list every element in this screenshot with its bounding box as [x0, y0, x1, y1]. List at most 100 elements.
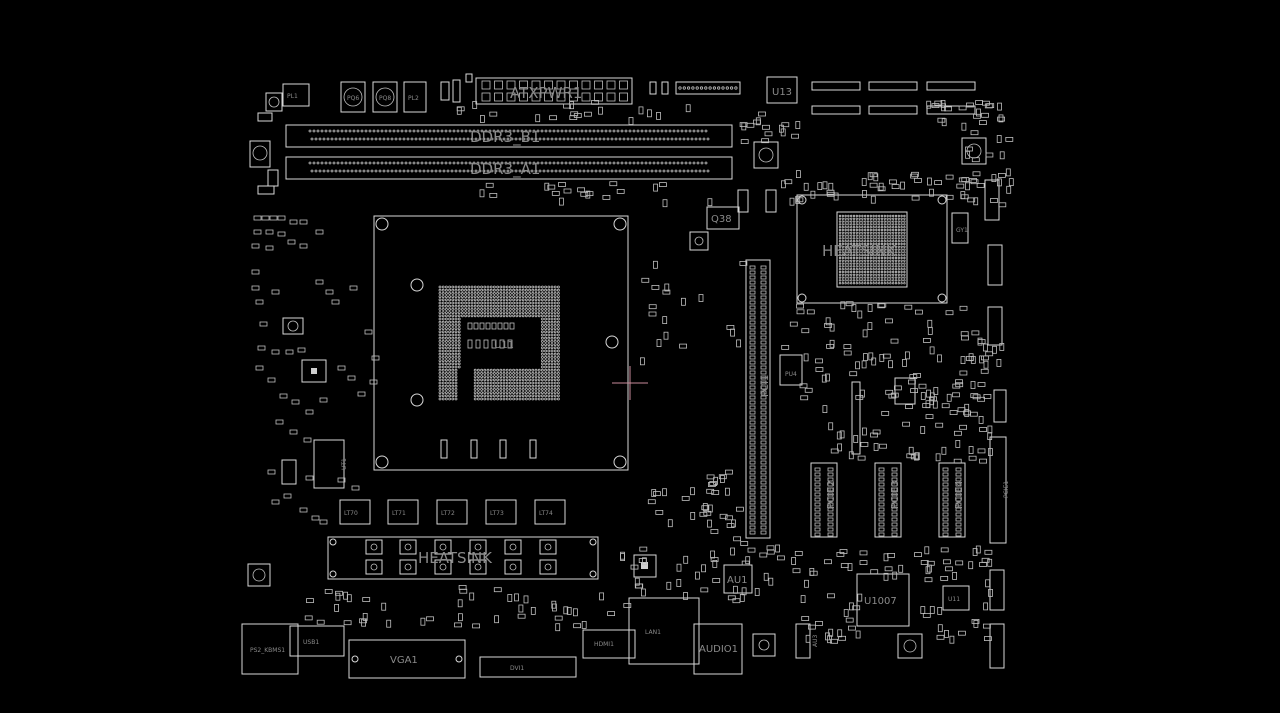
pin [866, 248, 870, 251]
pin [634, 137, 638, 141]
pad [760, 475, 767, 480]
pin [486, 311, 490, 315]
pin [438, 137, 442, 141]
pad [749, 325, 756, 330]
pad [749, 485, 756, 490]
pad [662, 289, 671, 295]
pin [441, 301, 445, 305]
pin [695, 86, 699, 90]
pin [869, 253, 873, 257]
pin [550, 387, 554, 391]
pad [863, 353, 868, 362]
pin [875, 234, 878, 237]
pad [985, 579, 990, 588]
pin [892, 242, 895, 246]
pin [889, 279, 892, 282]
pin [441, 307, 445, 311]
pad [681, 297, 686, 306]
pin [869, 223, 873, 226]
pin [444, 336, 448, 340]
pin [872, 259, 875, 263]
pin [541, 362, 544, 366]
pad [760, 300, 767, 305]
pin [460, 285, 464, 289]
pad [973, 197, 979, 206]
pad [1008, 178, 1014, 187]
pin [473, 291, 477, 295]
pin [875, 217, 878, 221]
pin [518, 378, 522, 382]
pin [855, 268, 859, 271]
pin [448, 381, 452, 385]
pin [464, 307, 468, 311]
pad [891, 527, 898, 532]
pad [530, 607, 536, 615]
pin [392, 161, 396, 165]
pad [481, 92, 491, 102]
pin [588, 129, 592, 133]
pin [875, 282, 878, 285]
pin [454, 368, 458, 372]
pin [512, 298, 515, 302]
pin [897, 231, 901, 235]
pin [656, 161, 660, 165]
pin [844, 217, 847, 221]
pin [502, 391, 506, 395]
pin [508, 295, 512, 299]
pin [314, 169, 318, 173]
pin [537, 285, 541, 289]
pin [706, 137, 710, 141]
pin [444, 327, 448, 331]
pin [492, 378, 496, 382]
pad [923, 337, 931, 343]
pin [438, 285, 442, 289]
pad [577, 187, 585, 193]
pin [492, 381, 496, 385]
pin [606, 169, 610, 173]
pin [454, 137, 458, 141]
pin [680, 129, 684, 133]
pin [872, 279, 875, 282]
pin [696, 129, 700, 133]
pin [548, 129, 552, 133]
pad [920, 392, 926, 400]
pin [510, 169, 514, 173]
pad [955, 382, 964, 388]
pad [585, 191, 594, 197]
pad [628, 117, 634, 125]
pin [512, 394, 515, 398]
pin [525, 371, 528, 375]
pin [508, 391, 512, 395]
pin [496, 381, 500, 385]
pin [858, 262, 861, 265]
pad [504, 559, 522, 575]
pad [681, 495, 690, 501]
pin [844, 245, 847, 249]
pin [454, 301, 458, 305]
pin [512, 304, 515, 308]
pin [892, 234, 895, 237]
pin [438, 311, 442, 315]
pin [861, 228, 864, 232]
pin [528, 394, 531, 398]
pad [984, 636, 992, 641]
pin [883, 273, 887, 277]
pin [544, 563, 552, 571]
pin [872, 214, 875, 218]
pad [299, 219, 308, 225]
pad [906, 453, 915, 459]
pin [498, 137, 502, 141]
pin [525, 397, 528, 401]
pin [451, 288, 455, 292]
pad [827, 477, 834, 482]
pin [441, 349, 445, 353]
pin [847, 270, 850, 274]
pin [474, 137, 478, 141]
pin [354, 137, 358, 141]
pad [279, 393, 288, 399]
pad [925, 566, 931, 575]
pad [472, 101, 478, 109]
pin [448, 359, 452, 363]
pin [451, 336, 455, 340]
pin [489, 291, 493, 295]
